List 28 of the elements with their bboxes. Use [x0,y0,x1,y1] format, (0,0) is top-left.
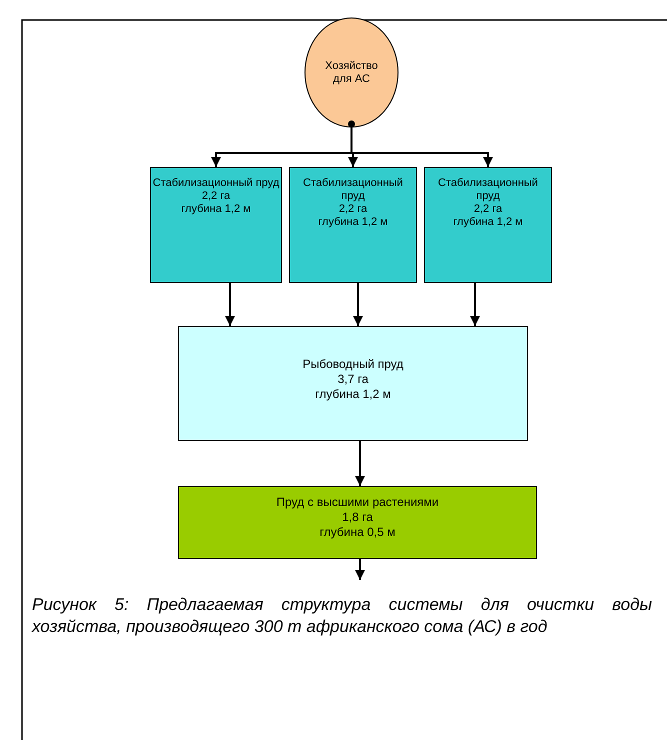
node-text: глубина 1,2 м [181,203,251,216]
arrow [225,283,235,326]
node-text: глубина 1,2 м [315,387,391,402]
arrow [470,283,480,326]
node-text: глубина 0,5 м [320,525,396,540]
node-text: глубина 1,2 м [318,216,388,229]
arrow [353,283,363,326]
node-label: Хозяйство для АС [324,60,379,86]
node-text: 2,2 га [474,203,502,216]
node-text: Стабилизационный пруд [302,177,404,203]
plant-pond-box [178,486,537,559]
figure-caption: Рисунок 5: Предлагаемая структура системы для очистки воды хозяйства, производящего 300 т африканского сома (АС) в год [32,594,652,638]
node-text: 1,8 га [342,510,373,525]
node-text: 2,2 га [338,203,368,216]
node-text: 2,2 га [202,190,230,203]
node-text: Рыбоводный пруд [302,357,404,372]
farm-circle [304,18,398,128]
stabilization-pond-box [289,167,417,283]
arrow [355,441,365,486]
node-text: Стабилизационный пруд [152,177,280,190]
stabilization-pond-box [150,167,282,283]
stabilization-pond-box [424,167,552,283]
node-text: 3,7 га [338,372,368,387]
arrow [355,559,365,580]
node-text: Стабилизационный пруд [437,177,539,203]
fish-pond-box [178,326,528,441]
node-text: глубина 1,2 м [453,216,523,229]
node-text: Пруд с высшими растениями [276,495,439,510]
